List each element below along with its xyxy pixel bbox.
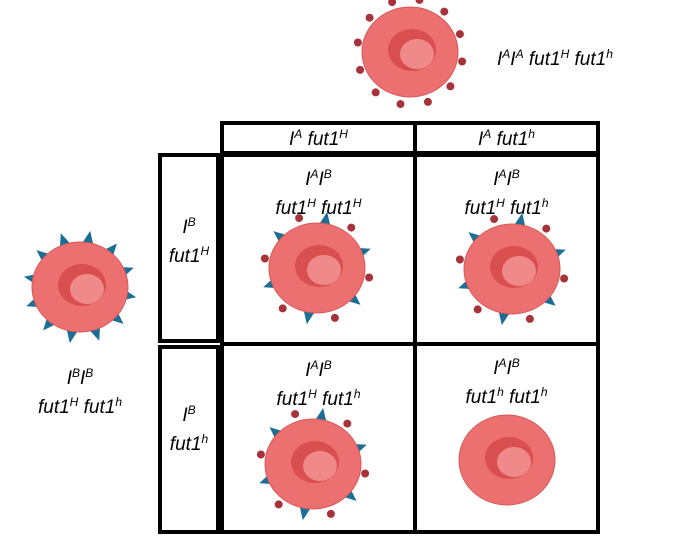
parent-top-genotype: IAIA fut1H fut1h — [497, 47, 613, 70]
punnett-cell-2-line1: IAIB — [493, 167, 520, 190]
row-header-1-line2: fut1H — [168, 244, 210, 267]
column-header-2: IA fut1h — [413, 121, 600, 155]
column-header-1: IA fut1H — [220, 121, 417, 155]
column-header-2-label: IA fut1h — [478, 127, 535, 150]
punnett-cell-4-line1: IAIB — [493, 356, 520, 379]
column-header-1-label: IA fut1H — [289, 127, 348, 150]
punnett-cell-3-line1: IAIB — [305, 358, 332, 381]
punnett-cell-4: IAIB fut1h fut1h — [413, 342, 600, 534]
punnett-cell-2: IAIB fut1H fut1h — [413, 153, 600, 346]
row-header-1-line1: IB — [182, 215, 196, 238]
parent-left-genotype-line1: IBIB — [66, 366, 94, 389]
row-header-1: IB fut1H — [158, 153, 220, 343]
punnett-cell-1-line1: IAIB — [305, 167, 332, 190]
parent-top-cell-icon — [353, 0, 467, 109]
parent-left-genotype-line2: fut1H fut1h — [37, 395, 123, 418]
row-header-2-line2: fut1h — [169, 432, 209, 455]
punnett-cell-3: IAIB fut1H fut1h — [220, 342, 417, 534]
row-header-2: IB fut1h — [158, 345, 220, 534]
parent-left-cell-icon — [23, 230, 137, 344]
punnett-cell-3-line2: fut1H fut1h — [276, 387, 361, 410]
punnett-cell-1-line2: fut1H fut1H — [275, 196, 362, 219]
punnett-cell-2-icon — [455, 212, 569, 326]
punnett-cell-1: IAIB fut1H fut1H — [220, 153, 417, 346]
punnett-cell-4-line2: fut1h fut1h — [465, 385, 548, 408]
punnett-cell-1-icon — [260, 211, 374, 325]
row-header-2-line1: IB — [182, 403, 196, 426]
punnett-cell-4-icon — [458, 414, 556, 506]
punnett-cell-3-icon — [256, 407, 370, 521]
punnett-cell-2-line2: fut1H fut1h — [464, 196, 549, 219]
